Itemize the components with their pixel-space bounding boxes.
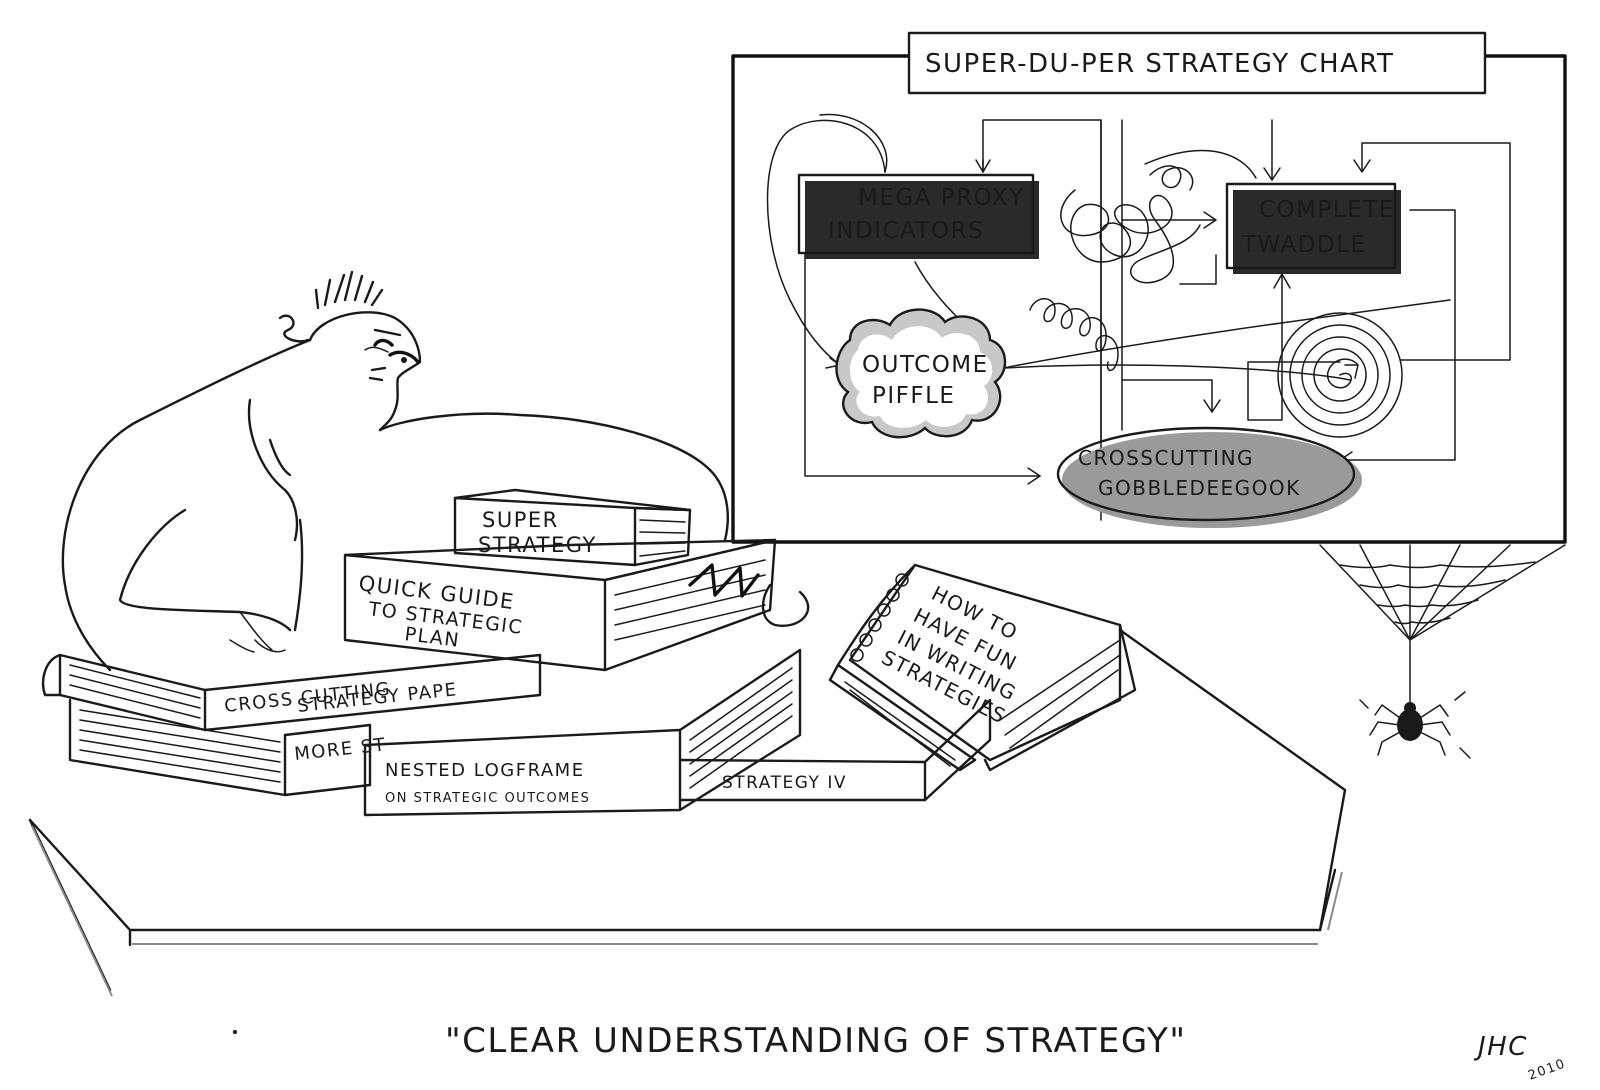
scroll (761, 583, 810, 627)
signature-year: 2010 (1526, 1056, 1568, 1083)
chart-title-box (907, 31, 1487, 95)
more-st-title: MORE ST (293, 734, 387, 765)
gobble-line1: CROSSCUTTING (1078, 446, 1254, 470)
signature-initials: JHC (1473, 1032, 1528, 1062)
book-pile: CROSS CUTTING STRATEGY PAPE MORE ST NEST… (41, 488, 1137, 817)
gobble-line2: GOBBLEDEEGOOK (1098, 476, 1301, 500)
chart-title: SUPER-DU-PER STRATEGY CHART (925, 49, 1394, 79)
box-mega-proxy-indicators: MEGA PROXY INDICATORS (797, 173, 1039, 259)
piffle-line2: PIFFLE (872, 383, 955, 409)
spiral-binding (850, 573, 909, 662)
signature: JHC 2010 (1473, 1032, 1568, 1084)
notebook-how-to-have-fun: HOW TO HAVE FUN IN WRITING STRATEGIES (828, 563, 1137, 772)
spider-icon (1359, 639, 1471, 759)
book-strategy-iv: STRATEGY IV (678, 698, 992, 802)
cobweb (1319, 544, 1566, 641)
spiral-target (1277, 312, 1403, 438)
nested-line2: ON STRATEGIC OUTCOMES (385, 791, 590, 806)
box-complete-twaddle: COMPLETE TWADDLE (1225, 182, 1401, 274)
cloud-outcome-piffle: OUTCOME PIFFLE (835, 308, 1007, 439)
piffle-line1: OUTCOME (862, 352, 989, 378)
oval-crosscutting-gobbledeegook: CROSSCUTTING GOBBLEDEEGOOK (1056, 426, 1362, 528)
bored-man-figure (61, 270, 729, 672)
nested-line1: NESTED LOGFRAME (385, 760, 585, 781)
twaddle-line2: TWADDLE (1241, 232, 1367, 258)
ink-dot (233, 1030, 237, 1034)
table (28, 628, 1347, 997)
super-strategy-line2: STRATEGY (478, 533, 597, 557)
mega-proxy-line2: INDICATORS (828, 218, 984, 244)
book-cross-cutting: CROSS CUTTING STRATEGY PAPE (41, 653, 542, 732)
book-nested-logframe: NESTED LOGFRAME ON STRATEGIC OUTCOMES (363, 648, 802, 817)
mega-proxy-line1: MEGA PROXY (858, 185, 1025, 211)
strategy-chart-board: SUPER-DU-PER STRATEGY CHART (731, 31, 1567, 759)
caption: "CLEAR UNDERSTANDING OF STRATEGY" (445, 1021, 1186, 1061)
book-super-strategy: SUPER STRATEGY (453, 488, 692, 567)
twaddle-line1: COMPLETE (1259, 197, 1395, 223)
scribble-tangle (1029, 165, 1201, 372)
strategy-iv-title: STRATEGY IV (722, 773, 847, 793)
super-strategy-line1: SUPER (482, 508, 559, 532)
